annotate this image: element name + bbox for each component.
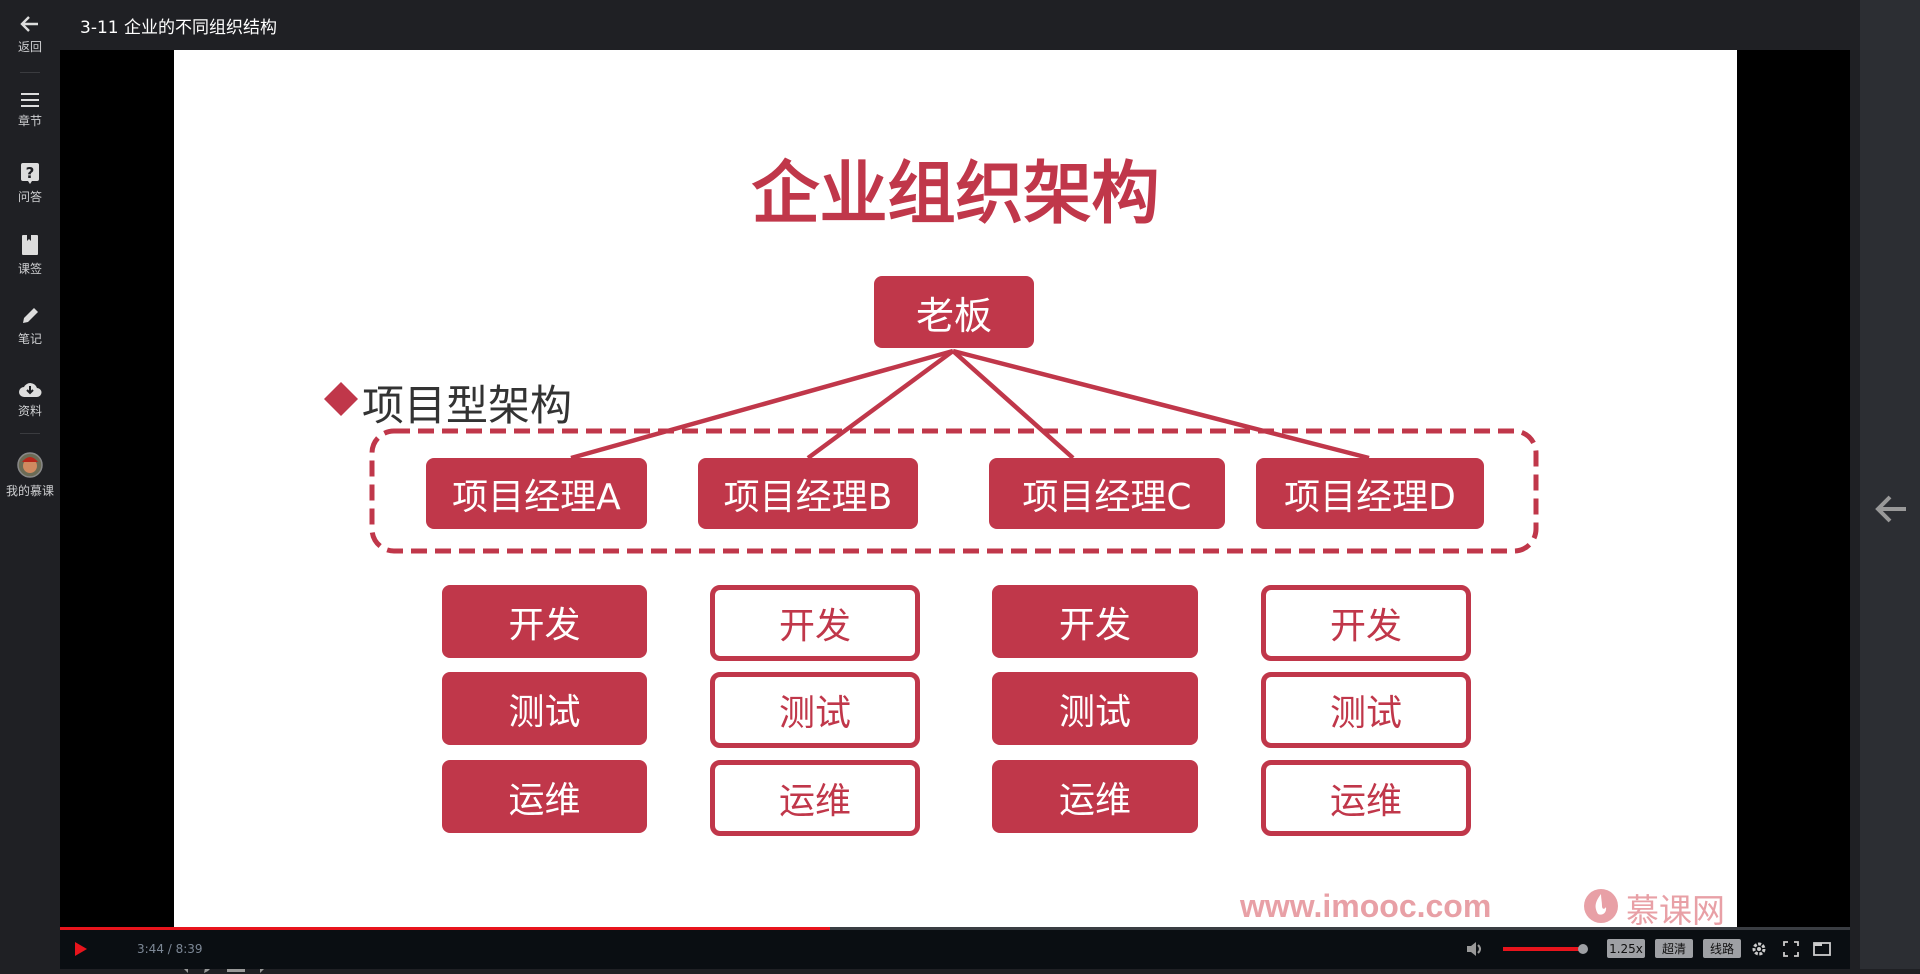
team-b-test: 测试 — [710, 672, 920, 748]
team-a-test: 测试 — [442, 672, 647, 745]
divider — [20, 433, 40, 434]
connector-a — [570, 348, 954, 461]
progress-track[interactable] — [60, 927, 1850, 930]
sidebar-item-bookmarks[interactable]: 课签 — [0, 234, 60, 277]
route-button[interactable]: 线路 — [1703, 939, 1741, 958]
team-d-dev: 开发 — [1261, 585, 1471, 661]
svg-text:?: ? — [26, 164, 35, 182]
right-panel — [1860, 0, 1920, 969]
team-b-dev: 开发 — [710, 585, 920, 661]
team-b-ops: 运维 — [710, 760, 920, 836]
sidebar-item-my-imooc[interactable]: 我的慕课 — [0, 452, 60, 499]
team-a-dev: 开发 — [442, 585, 647, 658]
team-d-test: 测试 — [1261, 672, 1471, 748]
avatar — [17, 452, 43, 478]
sidebar-item-qa[interactable]: ? 问答 — [0, 162, 60, 205]
volume-knob[interactable] — [1578, 944, 1588, 954]
sidebar-item-label: 问答 — [17, 190, 42, 204]
connector-lines — [324, 348, 1539, 554]
connector-c — [951, 349, 1075, 460]
expand-panel-arrow-icon[interactable] — [1874, 494, 1908, 524]
sidebar-item-chapters[interactable]: 章节 — [0, 92, 60, 129]
logo-text: 慕课网 — [1626, 891, 1725, 930]
time-display: 3:44 / 8:39 — [137, 942, 203, 956]
bookmark-icon — [22, 235, 38, 255]
volume-fill — [1503, 947, 1583, 951]
sidebar-item-label: 课签 — [17, 262, 42, 276]
top-bar — [60, 0, 1860, 50]
manager-box-a: 项目经理A — [426, 458, 647, 529]
sidebar-item-label: 笔记 — [17, 332, 42, 346]
sidebar-item-label: 章节 — [17, 114, 42, 128]
control-bar: 3:44 / 8:39 1.25x 超清 线路 — [60, 927, 1850, 969]
slide: 企业组织架构 项目型架构 老板 项目经理A 项目经理B 项目经理C 项目经理D … — [174, 50, 1737, 973]
manager-box-c: 项目经理C — [989, 458, 1225, 529]
play-icon[interactable] — [74, 941, 88, 957]
video-title: 3-11 企业的不同组织结构 — [80, 18, 277, 38]
boss-box: 老板 — [874, 276, 1034, 348]
connector-d — [952, 348, 1370, 461]
team-c-test: 测试 — [992, 672, 1198, 745]
sidebar-item-notes[interactable]: 笔记 — [0, 306, 60, 347]
team-c-ops: 运维 — [992, 760, 1198, 833]
sidebar: 返回 章节 ? 问答 课签 笔记 资料 我的慕课 — [0, 0, 60, 969]
sidebar-item-label: 资料 — [17, 404, 42, 418]
menu-icon — [21, 93, 39, 107]
question-icon: ? — [21, 163, 39, 184]
progress-fill — [60, 927, 830, 930]
quality-button[interactable]: 超清 — [1655, 939, 1693, 958]
team-d-ops: 运维 — [1261, 760, 1471, 836]
sidebar-item-materials[interactable]: 资料 — [0, 380, 60, 419]
manager-box-b: 项目经理B — [698, 458, 918, 529]
bullet-text: 项目型架构 — [362, 381, 573, 430]
divider — [20, 72, 40, 73]
diamond-bullet-icon — [324, 382, 358, 416]
manager-box-d: 项目经理D — [1256, 458, 1484, 529]
connector-b — [806, 349, 955, 460]
team-a-ops: 运维 — [442, 760, 647, 833]
watermark: www.imooc.com — [1240, 888, 1492, 924]
volume-icon[interactable] — [1466, 941, 1484, 957]
speed-button[interactable]: 1.25x — [1607, 939, 1645, 958]
imooc-logo-icon — [1584, 889, 1618, 923]
sidebar-item-back[interactable]: 返回 — [0, 14, 60, 55]
settings-gear-icon[interactable] — [1751, 941, 1767, 957]
cloud-download-icon — [19, 383, 42, 397]
arrow-left-icon — [20, 16, 38, 32]
sidebar-item-label: 返回 — [17, 40, 42, 54]
volume-slider[interactable] — [1503, 944, 1588, 954]
pencil-icon — [23, 308, 38, 323]
slide-title: 企业组织架构 — [751, 155, 1160, 234]
fullscreen-icon[interactable] — [1783, 941, 1799, 957]
sidebar-item-label: 我的慕课 — [5, 484, 54, 498]
team-c-dev: 开发 — [992, 585, 1198, 658]
window-mode-icon[interactable] — [1813, 941, 1831, 957]
managers-dashed-group — [369, 428, 1539, 554]
